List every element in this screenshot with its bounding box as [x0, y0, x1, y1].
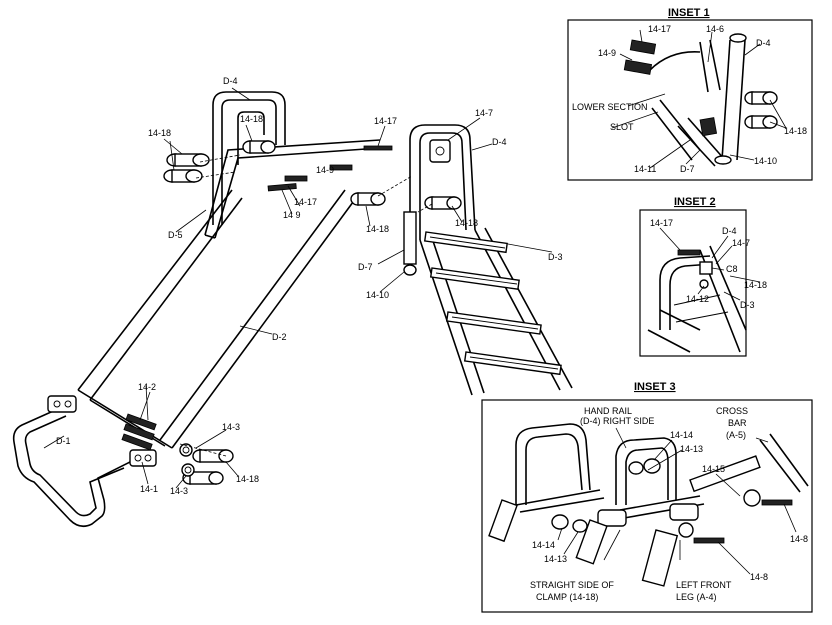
inset-3-label-left-front: LEFT FRONT: [676, 580, 732, 590]
inset-3-label-14-14-b: 14-14: [532, 540, 555, 550]
inset-2-frame: [639, 209, 747, 357]
leader-lines: [43, 87, 553, 489]
label-d3: D-3: [548, 252, 563, 262]
inset-2-label-d3: D-3: [740, 300, 755, 310]
inset-1-label-lower-section: LOWER SECTION: [572, 102, 648, 112]
inset-3-label-14-8-b: 14-8: [750, 572, 768, 582]
inset-3-label-14-13-a: 14-13: [680, 444, 703, 454]
inset-3-label-clamp: CLAMP (14-18): [536, 592, 598, 602]
inset-3-label-cross: CROSS: [716, 406, 748, 416]
inset-1-label-d4: D-4: [756, 38, 771, 48]
inset-2-label-14-18: 14-18: [744, 280, 767, 290]
label-14-17-a: 14-17: [374, 116, 397, 126]
bottom-frame-part: [12, 407, 131, 528]
label-d2: D-2: [272, 332, 287, 342]
label-14-3-b: 14-3: [170, 486, 188, 496]
label-14-18-b: 14-18: [240, 114, 263, 124]
inset-1-label-slot: SLOT: [610, 122, 634, 132]
inset-3-label-14-15: 14-15: [702, 464, 725, 474]
inset-3-title: INSET 3: [634, 381, 676, 393]
label-14-18-e: 14-18: [236, 474, 259, 484]
ladder-part: [409, 124, 573, 396]
inset-3-label-leg: LEG (A-4): [676, 592, 717, 602]
inset-3-label-bar: BAR: [728, 418, 747, 428]
inset-3-label-hand-rail: HAND RAIL: [584, 406, 632, 416]
inset-3-label-a5: (A-5): [726, 430, 746, 440]
label-14-2: 14-2: [138, 382, 156, 392]
bolts-14-17: [267, 145, 393, 192]
bolts-14-2: [121, 413, 157, 451]
label-d4-right: D-4: [492, 137, 507, 147]
inset-1-title: INSET 1: [668, 7, 710, 19]
clamps: [47, 139, 451, 467]
end-caps: [163, 140, 462, 485]
label-d7: D-7: [358, 262, 373, 272]
inset-1-label-14-6: 14-6: [706, 24, 724, 34]
post-part: [403, 211, 417, 276]
inset-1-label-14-17: 14-17: [648, 24, 671, 34]
inset-1-label-14-9: 14-9: [598, 48, 616, 58]
label-d1: D-1: [56, 436, 71, 446]
inset-1-label-d7: D-7: [680, 164, 695, 174]
label-14-3-a: 14-3: [222, 422, 240, 432]
label-14-1: 14-1: [140, 484, 158, 494]
inset-1-label-14-18: 14-18: [784, 126, 807, 136]
inset-1-label-14-11: 14-11: [634, 164, 656, 174]
label-d4-left: D-4: [223, 76, 238, 86]
label-14-17-b: 14-17: [294, 197, 317, 207]
inset-2-label-14-12: 14-12: [686, 294, 709, 304]
slide-assembly: D-4 14-18 14-18 14-17 14-9 14-17 14 9 14…: [12, 76, 573, 528]
inset-3-label-hand-rail-side: (D-4) RIGHT SIDE: [580, 416, 654, 426]
inset-2: INSET 2 14-17 D-4 14-7 C8 14-18 14-12 D-…: [639, 196, 767, 357]
inset-1-label-14-10: 14-10: [754, 156, 777, 166]
inset-3-label-14-14-a: 14-14: [670, 430, 693, 440]
inset-3-label-14-8-a: 14-8: [790, 534, 808, 544]
assembly-guides: [179, 154, 433, 457]
inset-2-label-d4: D-4: [722, 226, 737, 236]
crossbar-part: [204, 139, 381, 239]
label-14-9-b: 14 9: [283, 210, 301, 220]
inset-2-label-14-7: 14-7: [732, 238, 750, 248]
inset-2-label-14-17: 14-17: [650, 218, 673, 228]
label-14-18-c: 14-18: [455, 218, 478, 228]
label-14-9-a: 14-9: [316, 165, 334, 175]
inset-1: INSET 1 14-17 14-6 D-4 14-9 LOWER SECTIO: [567, 7, 813, 181]
inset-3: INSET 3: [481, 381, 813, 613]
inset-2-label-c8: C8: [726, 264, 738, 274]
handrail-left-part: [212, 91, 286, 225]
slide-rails-part: [77, 189, 357, 449]
main-labels: D-4 14-18 14-18 14-17 14-9 14-17 14 9 14…: [56, 76, 563, 496]
inset-2-title: INSET 2: [674, 196, 716, 208]
inset-3-label-straight-side: STRAIGHT SIDE OF: [530, 580, 614, 590]
label-14-7: 14-7: [475, 108, 493, 118]
label-14-10: 14-10: [366, 290, 389, 300]
inset-3-label-14-13-b: 14-13: [544, 554, 567, 564]
label-14-18-a: 14-18: [148, 128, 171, 138]
label-d5: D-5: [168, 230, 183, 240]
label-14-18-d: 14-18: [366, 224, 389, 234]
